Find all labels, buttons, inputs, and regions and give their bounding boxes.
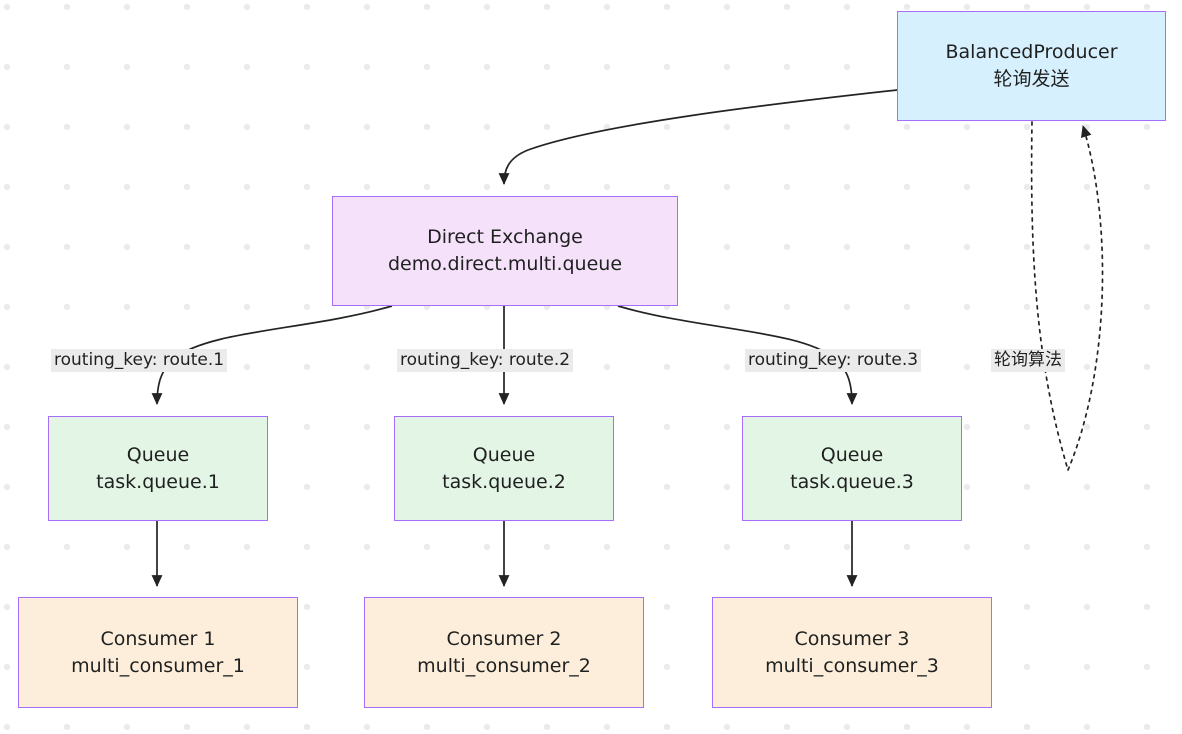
node-balanced-producer-line1: BalancedProducer — [945, 41, 1118, 64]
node-direct-exchange-line2: demo.direct.multi.queue — [387, 253, 623, 275]
node-consumer-2-line2: multi_consumer_2 — [417, 654, 591, 677]
node-queue-3-line1: Queue — [820, 443, 884, 466]
node-queue-2-line1: Queue — [472, 443, 536, 466]
node-consumer-1-line2: multi_consumer_1 — [71, 654, 245, 677]
edge-round-robin-loop-return — [1067, 125, 1104, 471]
node-queue-1-line2: task.queue.1 — [96, 470, 220, 493]
node-balanced-producer[interactable]: BalancedProducer 轮询发送 — [897, 11, 1166, 121]
node-consumer-1-line1: Consumer 1 — [100, 627, 216, 650]
node-direct-exchange[interactable]: Direct Exchange demo.direct.multi.queue — [332, 196, 678, 306]
node-consumer-3-line1: Consumer 3 — [794, 627, 910, 650]
edge-label-round-robin: 轮询算法 — [991, 349, 1065, 373]
node-queue-1-line1: Queue — [126, 443, 190, 466]
node-balanced-producer-line2: 轮询发送 — [993, 68, 1070, 90]
node-consumer-3[interactable]: Consumer 3 multi_consumer_3 — [712, 597, 992, 708]
edge-label-route-1: routing_key: route.1 — [51, 349, 228, 373]
node-queue-3-line2: task.queue.3 — [790, 470, 914, 493]
node-queue-2-line2: task.queue.2 — [442, 470, 566, 493]
edge-label-route-3: routing_key: route.3 — [745, 349, 922, 373]
node-consumer-1[interactable]: Consumer 1 multi_consumer_1 — [18, 597, 298, 708]
edge-label-route-2: routing_key: route.2 — [397, 349, 574, 373]
node-queue-2[interactable]: Queue task.queue.2 — [394, 416, 614, 521]
node-queue-1[interactable]: Queue task.queue.1 — [48, 416, 268, 521]
node-consumer-3-line2: multi_consumer_3 — [765, 654, 939, 677]
node-direct-exchange-line1: Direct Exchange — [427, 226, 583, 249]
edge-round-robin-loop — [1030, 121, 1069, 471]
node-queue-3[interactable]: Queue task.queue.3 — [742, 416, 962, 521]
node-consumer-2-line1: Consumer 2 — [446, 627, 562, 650]
edge-producer-to-exchange — [498, 89, 898, 186]
node-consumer-2[interactable]: Consumer 2 multi_consumer_2 — [364, 597, 644, 708]
